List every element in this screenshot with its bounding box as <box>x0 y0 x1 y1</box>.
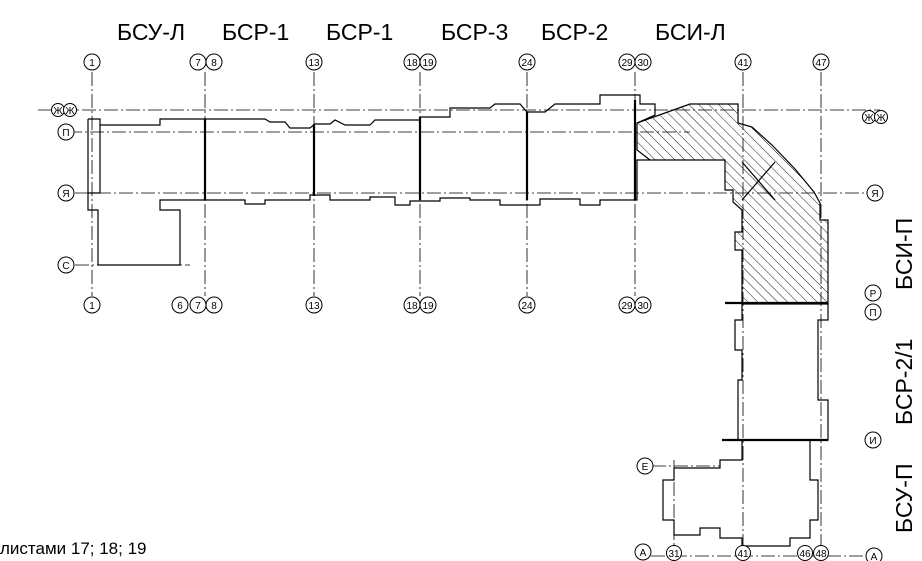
section-labels-top: БСУ-Л БСР-1 БСР-1 БСР-3 БСР-2 БСИ-Л <box>117 19 726 45</box>
axis-markers-top: 1 7 8 13 18 19 24 29 30 41 47 <box>83 53 830 71</box>
section-label-bsi-p: БСИ-П <box>891 218 917 290</box>
section-label-bsr-2: БСР-2 <box>541 19 608 45</box>
axis-top-18: 18 <box>406 58 418 69</box>
axis-lower-46: 46 <box>799 549 811 560</box>
hatched-section-bsi <box>636 103 829 305</box>
axis-bottom-1: 1 <box>89 301 95 312</box>
axis-markers-bottom: 1 6 7 8 13 18 19 24 29 30 <box>83 296 652 314</box>
axis-lower-a: А <box>640 548 647 559</box>
axis-top-13: 13 <box>308 58 320 69</box>
axis-top-7: 7 <box>195 58 201 69</box>
axis-bottom-30: 30 <box>637 301 649 312</box>
axis-markers-left: Ж Ж П Я С <box>51 103 77 274</box>
axis-bottom-24: 24 <box>521 301 533 312</box>
axis-right-ya: Я <box>871 189 878 200</box>
section-label-bsu-l: БСУ-Л <box>117 19 185 45</box>
axis-right-i: И <box>869 436 876 447</box>
axis-bottom-7: 7 <box>195 301 201 312</box>
axis-top-41: 41 <box>737 58 749 69</box>
axis-bottom-13: 13 <box>308 301 320 312</box>
axis-right-zh2: Ж <box>876 113 886 124</box>
section-label-bsu-p: БСУ-П <box>891 464 917 533</box>
axis-left-s: С <box>62 261 69 272</box>
axis-top-19: 19 <box>422 58 434 69</box>
axis-top-30: 30 <box>637 58 649 69</box>
axis-right-p: П <box>869 308 876 319</box>
axis-top-1: 1 <box>89 58 95 69</box>
section-joints <box>203 100 828 442</box>
axis-right-r: Р <box>870 289 877 300</box>
section-labels-right: БСИ-П БСР-2/1 БСУ-П <box>891 218 917 533</box>
section-label-bsr-2-1: БСР-2/1 <box>891 339 917 425</box>
section-label-bsr-3: БСР-3 <box>441 19 508 45</box>
axis-top-8: 8 <box>211 58 217 69</box>
axis-left-ya: Я <box>62 189 69 200</box>
axis-left-p: П <box>62 128 69 139</box>
building-outline <box>87 94 829 547</box>
axis-lower-41: 41 <box>737 549 749 560</box>
section-label-bsi-l: БСИ-Л <box>655 19 726 45</box>
sheet-reference-note: листами 17; 18; 19 <box>0 539 147 558</box>
axis-top-24: 24 <box>521 58 533 69</box>
section-label-bsr-1a: БСР-1 <box>222 19 289 45</box>
axis-left-zh2: Ж <box>65 106 75 117</box>
axis-bottom-18: 18 <box>406 301 418 312</box>
section-label-bsr-1b: БСР-1 <box>326 19 393 45</box>
axis-bottom-8: 8 <box>211 301 217 312</box>
axis-markers-right: Ж Ж Я Р П И А <box>862 110 888 561</box>
axis-right-a: А <box>871 552 878 561</box>
axis-bottom-6: 6 <box>177 301 183 312</box>
axis-top-29: 29 <box>621 58 633 69</box>
axis-top-47: 47 <box>815 58 827 69</box>
axis-bottom-29: 29 <box>621 301 633 312</box>
axis-lower-e: Е <box>642 462 649 473</box>
axis-bottom-19: 19 <box>422 301 434 312</box>
axis-lower-48: 48 <box>815 549 827 560</box>
axis-right-zh1: Ж <box>864 113 874 124</box>
axis-markers-lower: Е А 31 41 46 48 <box>634 457 829 561</box>
axis-left-zh1: Ж <box>53 106 63 117</box>
axis-lower-31: 31 <box>668 549 680 560</box>
